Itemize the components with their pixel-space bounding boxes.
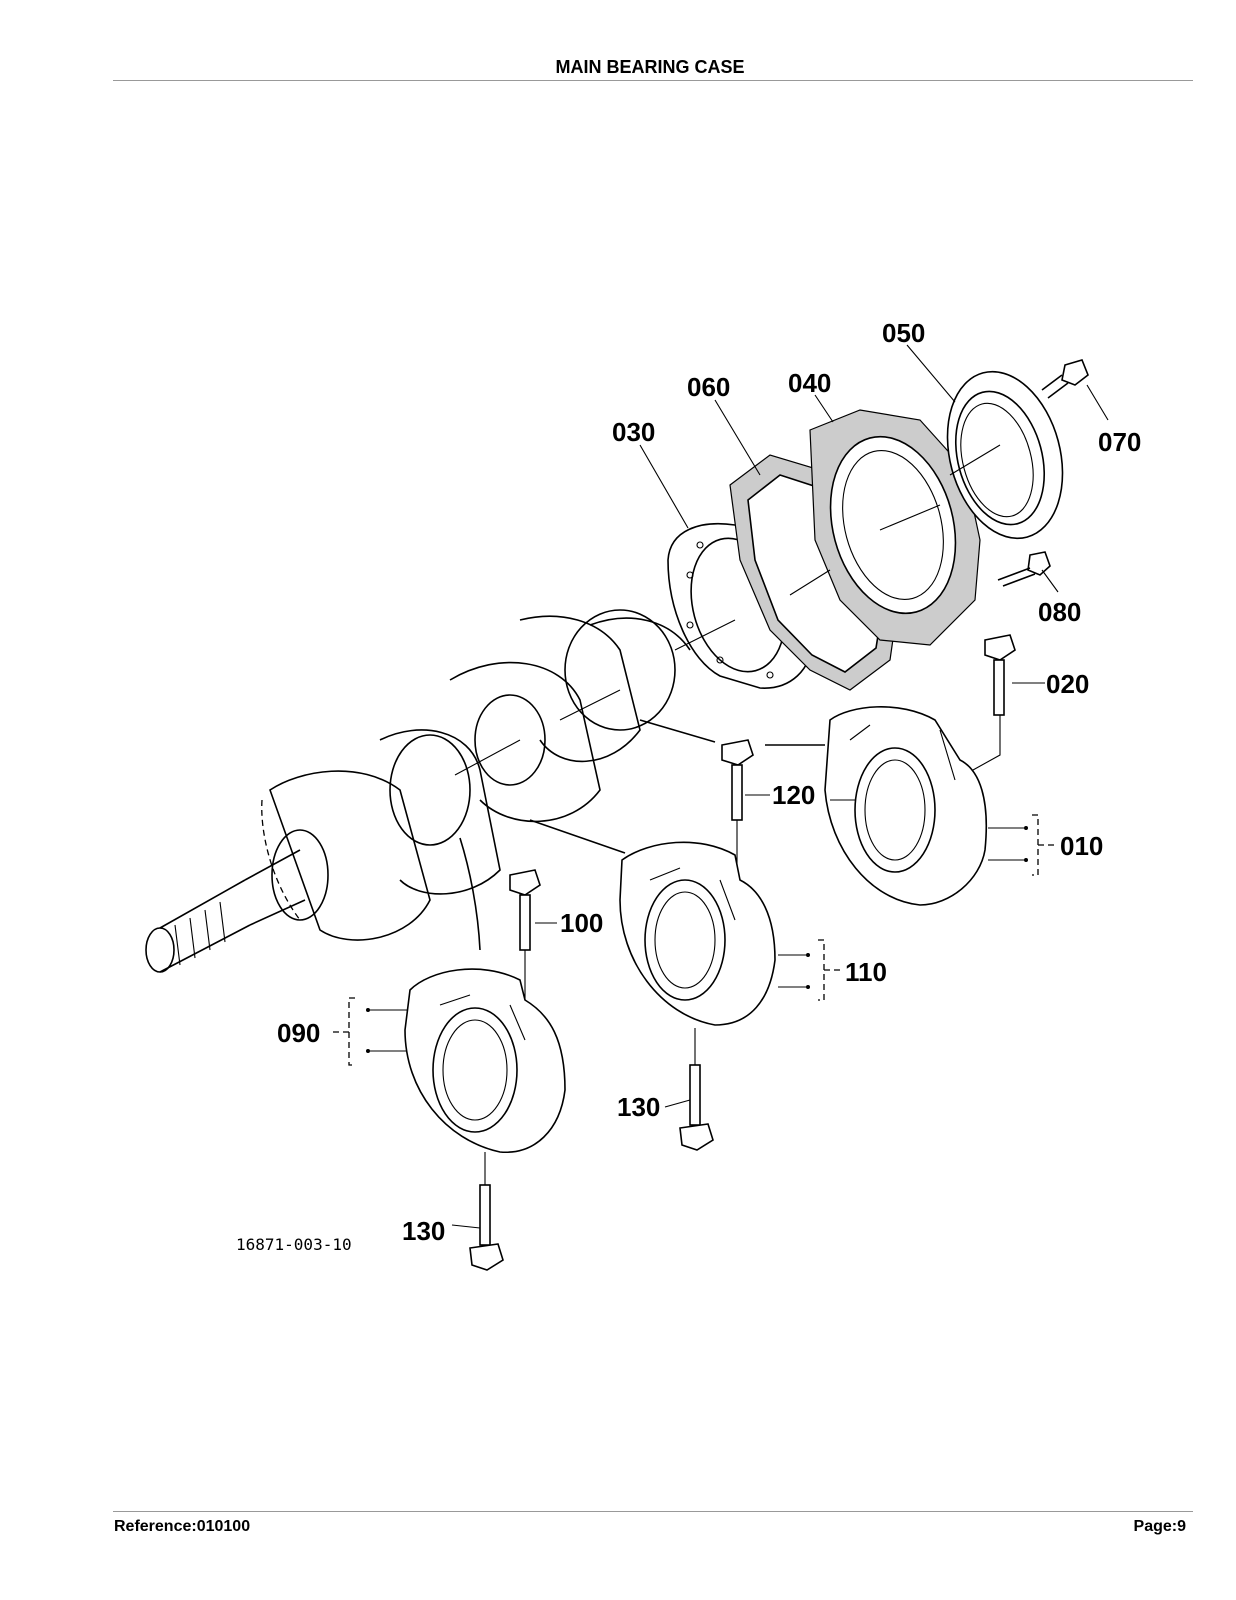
part-110-main-bearing-case: [619, 841, 776, 1026]
callout-100: 100: [560, 908, 603, 938]
footer-reference: Reference:010100: [114, 1518, 251, 1535]
callout-120: 120: [772, 780, 815, 810]
callout-130-lower: 130: [402, 1216, 445, 1246]
part-010-main-bearing-case: [824, 706, 988, 906]
part-100-bolt: [509, 869, 541, 1040]
callout-090: 090: [277, 1018, 320, 1048]
part-130-bolt-upper: [679, 1028, 714, 1151]
callout-130-upper: 130: [617, 1092, 660, 1122]
part-090-main-bearing-case: [404, 968, 566, 1153]
footer-page-number: Page:9: [1133, 1518, 1186, 1535]
callout-040: 040: [788, 368, 831, 398]
callout-060: 060: [687, 372, 730, 402]
callout-050: 050: [882, 318, 925, 348]
callout-labels: 050 040 060 030 070 080 020 120 010 100 …: [236, 318, 1141, 1254]
part-070-bolt: [1041, 359, 1089, 399]
part-130-bolt-lower: [469, 1152, 504, 1271]
part-080-bolt: [997, 551, 1051, 587]
callout-110: 110: [845, 957, 887, 987]
callout-010: 010: [1060, 831, 1103, 861]
callout-020: 020: [1046, 669, 1089, 699]
footer-divider: [113, 1511, 1193, 1512]
assembly-guide-lines: [459, 444, 1001, 951]
drawing-number: 16871-003-10: [236, 1235, 352, 1254]
leader-lines: [333, 344, 1109, 1229]
header-divider: [113, 80, 1193, 81]
part-050-oil-seal: [946, 370, 1064, 540]
page-title: MAIN BEARING CASE: [555, 57, 745, 77]
callout-030: 030: [612, 417, 655, 447]
callout-080: 080: [1038, 597, 1081, 627]
part-020-bolt: [954, 634, 1016, 781]
callout-070: 070: [1098, 427, 1141, 457]
part-120-bolt: [721, 739, 754, 905]
crankshaft: [145, 609, 691, 973]
